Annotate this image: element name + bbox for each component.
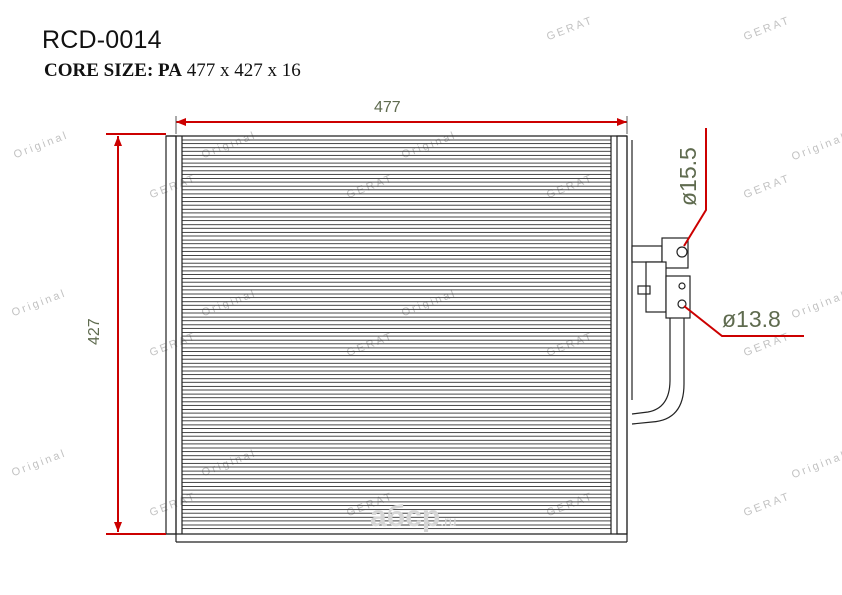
core-tube [181, 139, 612, 145]
core-tube [181, 308, 612, 314]
core-size-type: PA [158, 60, 182, 81]
core-tube [181, 316, 612, 322]
abcp-logo-domain: .ru [440, 513, 457, 529]
abcp-logo: aбcp.ru [370, 500, 457, 534]
core-tube [181, 378, 612, 383]
radiator-frame [165, 135, 628, 543]
core-tube [181, 486, 612, 491]
core-tubes [181, 139, 612, 530]
core-tube [181, 355, 612, 360]
core-tube [181, 362, 612, 368]
core-tube [181, 332, 612, 337]
core-tube [181, 339, 612, 345]
core-size-line: CORE SIZE: PA 477 x 427 x 16 [44, 60, 301, 82]
inlet-diameter-label: ø15.5 [675, 147, 701, 206]
core-tube [181, 432, 612, 437]
core-tube [181, 162, 612, 168]
core-tube [181, 293, 612, 299]
width-dimension-label: 477 [374, 99, 401, 116]
core-tube [181, 324, 612, 329]
core-tube [181, 201, 612, 206]
core-tube [181, 147, 612, 152]
core-tube [181, 393, 612, 399]
abcp-logo-name: aбcp [370, 500, 441, 533]
core-tube [181, 424, 612, 429]
core-tube [181, 285, 612, 291]
core-tube [181, 385, 612, 391]
core-size-dimensions: 477 x 427 x 16 [186, 60, 301, 81]
core-tube [181, 278, 612, 283]
core-tube [181, 247, 612, 252]
core-tube [181, 216, 612, 222]
core-tube [181, 178, 612, 183]
core-tube [181, 154, 612, 160]
core-tube [181, 439, 612, 445]
core-tube [181, 239, 612, 245]
core-tube [181, 262, 612, 268]
core-tube [181, 270, 612, 275]
height-dimension-label: 427 [86, 318, 103, 345]
core-tube [181, 455, 612, 460]
core-tube [181, 347, 612, 352]
core-size-label: CORE SIZE: [44, 60, 154, 81]
core-tube [181, 255, 612, 260]
core-tube [181, 409, 612, 414]
outlet-diameter-label: ø13.8 [722, 306, 781, 332]
core-tube [181, 185, 612, 191]
dimension-arrows [114, 118, 627, 532]
side-pipe-fitting [631, 140, 691, 425]
core-tube [181, 370, 612, 376]
core-tube [181, 208, 612, 214]
core-tube [181, 478, 612, 483]
core-tube [181, 493, 612, 499]
core-tube [181, 416, 612, 422]
dimension-lines [106, 121, 804, 535]
core-tube [181, 470, 612, 476]
core-tube [181, 462, 612, 468]
core-tube [181, 193, 612, 198]
core-tube [181, 170, 612, 175]
core-tube [181, 301, 612, 306]
part-number: RCD-0014 [42, 26, 162, 54]
core-tube [181, 231, 612, 237]
core-tube [181, 401, 612, 406]
core-tube [181, 224, 612, 229]
dimension-ticks [175, 116, 628, 134]
core-tube [181, 447, 612, 453]
